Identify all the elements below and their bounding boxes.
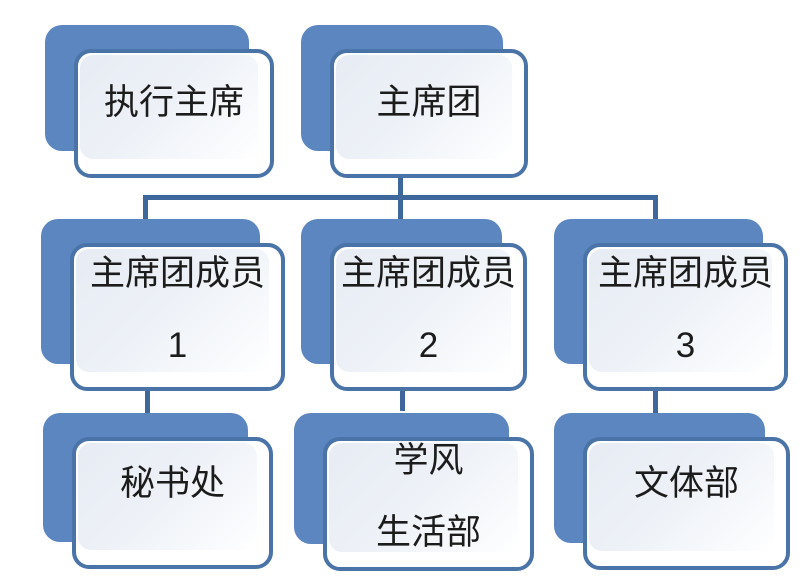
node-presidium-member-1: 主席团成员 1 [41, 219, 285, 391]
connector-drop-member-2 [398, 195, 403, 222]
card-face: 学风 生活部 [323, 437, 534, 571]
node-label-number: 2 [418, 325, 439, 365]
connector-member-2-study-life [400, 384, 405, 411]
node-label-number: 3 [675, 325, 696, 365]
connector-member-3-culture-sports [653, 384, 658, 413]
node-label: 文体部 [633, 464, 739, 503]
node-secretariat: 秘书处 [43, 413, 273, 569]
node-label-second: 生活部 [375, 512, 481, 552]
connector-presidium-stem [398, 175, 403, 199]
node-culture-sports-dept: 文体部 [554, 413, 790, 570]
card-face: 主席团成员 1 [70, 243, 285, 391]
card-face: 秘书处 [72, 437, 273, 569]
node-presidium-member-2: 主席团成员 2 [301, 219, 527, 391]
card-face: 执行主席 [74, 49, 274, 178]
connector-member-1-secretariat [145, 387, 150, 415]
node-study-style-life-dept: 学风 生活部 [294, 413, 534, 571]
node-label: 执行主席 [103, 83, 244, 122]
node-label: 主席团成员 [340, 253, 516, 293]
connector-drop-member-3 [653, 195, 658, 222]
node-label: 学风 [393, 440, 464, 480]
node-label-number: 1 [167, 325, 188, 365]
card-face: 主席团成员 3 [583, 243, 788, 391]
node-label: 主席团成员 [89, 253, 265, 293]
node-label: 主席团成员 [597, 253, 773, 293]
card-face: 主席团成员 2 [330, 243, 527, 391]
node-label: 秘书处 [119, 463, 225, 503]
node-presidium-member-3: 主席团成员 3 [554, 219, 788, 391]
node-executive-chair: 执行主席 [45, 25, 274, 178]
node-label: 主席团 [376, 83, 482, 122]
card-face: 文体部 [583, 437, 790, 570]
card-face: 主席团 [330, 49, 528, 178]
connector-drop-member-1 [143, 195, 148, 222]
node-presidium: 主席团 [301, 25, 528, 178]
